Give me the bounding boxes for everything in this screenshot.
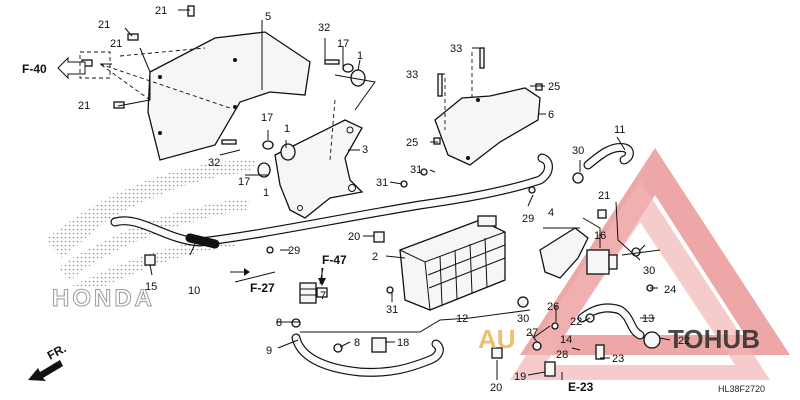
label-19: 19 — [514, 371, 526, 383]
watermark-text: AU TOHUB — [478, 324, 760, 354]
label-25: 25 — [548, 81, 560, 93]
part-labels: 21 21 21 21 5 32 17 1 17 1 32 17 1 3 33 … — [78, 5, 690, 394]
label-21: 21 — [110, 38, 122, 50]
label-32: 32 — [318, 22, 330, 34]
hose-13 — [577, 303, 645, 340]
label-8: 8 — [354, 337, 360, 349]
ref-arrows — [230, 268, 563, 380]
label-30: 30 — [572, 145, 584, 157]
label-32: 32 — [208, 157, 220, 169]
label-6: 6 — [548, 109, 554, 121]
label-1: 1 — [357, 50, 363, 62]
cover-6 — [434, 87, 541, 166]
solenoid-16 — [586, 249, 618, 275]
label-14: 14 — [560, 334, 572, 346]
watermark-suffix: TOHUB — [668, 324, 760, 354]
label-1: 1 — [263, 187, 269, 199]
label-20: 20 — [348, 231, 360, 243]
diagram-code: HL38F2720 — [718, 384, 765, 394]
front-arrow — [28, 360, 63, 381]
label-31: 31 — [410, 164, 422, 176]
label-3: 3 — [362, 144, 368, 156]
label-30: 30 — [643, 265, 655, 277]
tube-10 — [110, 153, 553, 249]
label-21: 21 — [598, 190, 610, 202]
label-28: 28 — [556, 349, 568, 361]
honda-wing-logo: HONDA — [45, 160, 255, 313]
label-9: 9 — [266, 345, 272, 357]
watermark-prefix: AU — [478, 324, 516, 354]
label-12: 12 — [456, 313, 468, 325]
label-27: 27 — [526, 327, 538, 339]
valve-7 — [299, 282, 328, 304]
label-23: 23 — [612, 353, 624, 365]
label-15: 15 — [145, 281, 157, 293]
label-33: 33 — [450, 43, 462, 55]
label-10: 10 — [188, 285, 200, 297]
label-11: 11 — [614, 124, 625, 136]
ref-f47: F-47 — [322, 253, 347, 267]
label-5: 5 — [265, 11, 271, 23]
label-31: 31 — [386, 304, 398, 316]
ref-f40: F-40 — [22, 62, 47, 76]
hose-9 — [291, 333, 444, 377]
leader-lines — [99, 9, 671, 380]
label-29: 29 — [288, 245, 300, 257]
label-31: 31 — [376, 177, 388, 189]
label-16: 16 — [594, 230, 606, 242]
autohub-watermark — [510, 148, 790, 380]
label-17: 17 — [337, 38, 349, 50]
label-33: 33 — [406, 69, 418, 81]
label-17: 17 — [238, 176, 250, 188]
label-18: 18 — [397, 337, 409, 349]
label-20: 20 — [490, 382, 502, 394]
honda-wordmark: HONDA — [52, 285, 155, 312]
label-26: 26 — [547, 301, 559, 313]
label-13: 13 — [642, 313, 654, 325]
label-22: 22 — [678, 335, 690, 347]
bracket-3 — [274, 119, 364, 219]
label-21: 21 — [78, 100, 90, 112]
canister-2 — [399, 215, 506, 311]
label-8: 8 — [276, 317, 282, 329]
label-29: 29 — [522, 213, 534, 225]
label-4: 4 — [548, 207, 554, 219]
label-21: 21 — [155, 5, 167, 17]
hose-11 — [583, 142, 634, 170]
bracket-5 — [147, 31, 311, 161]
ref-fr: FR. — [45, 341, 69, 362]
ref-f40-arrow — [57, 51, 111, 80]
label-22: 22 — [570, 316, 582, 328]
label-17: 17 — [261, 112, 273, 124]
label-2: 2 — [372, 251, 378, 263]
label-7: 7 — [320, 290, 326, 302]
ref-e23: E-23 — [568, 380, 594, 394]
label-1: 1 — [284, 123, 290, 135]
ref-f27: F-27 — [250, 281, 275, 295]
label-30: 30 — [517, 313, 529, 325]
label-21: 21 — [98, 19, 110, 31]
label-25: 25 — [406, 137, 418, 149]
label-24: 24 — [664, 284, 676, 296]
